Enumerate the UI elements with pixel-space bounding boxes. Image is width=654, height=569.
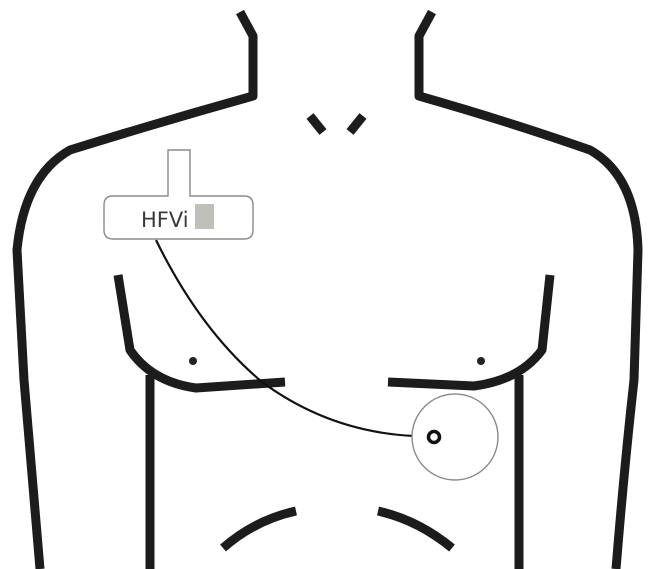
left-abdomen-curve: [223, 511, 296, 548]
left-neck-shoulder-outline: [17, 12, 253, 569]
device-label: HFVi: [141, 208, 189, 232]
electrode-pad: [412, 394, 498, 480]
label-highlight: [195, 204, 214, 229]
right-chest-contour: [388, 275, 550, 386]
right-nipple: [477, 357, 485, 365]
right-abdomen-curve: [378, 511, 452, 548]
right-collarbone-mark: [350, 116, 363, 132]
lead-wire: [156, 240, 414, 436]
left-chest-contour: [118, 275, 285, 388]
right-neck-shoulder-outline: [419, 12, 638, 569]
left-collarbone-mark: [310, 116, 323, 132]
left-nipple: [189, 357, 197, 365]
